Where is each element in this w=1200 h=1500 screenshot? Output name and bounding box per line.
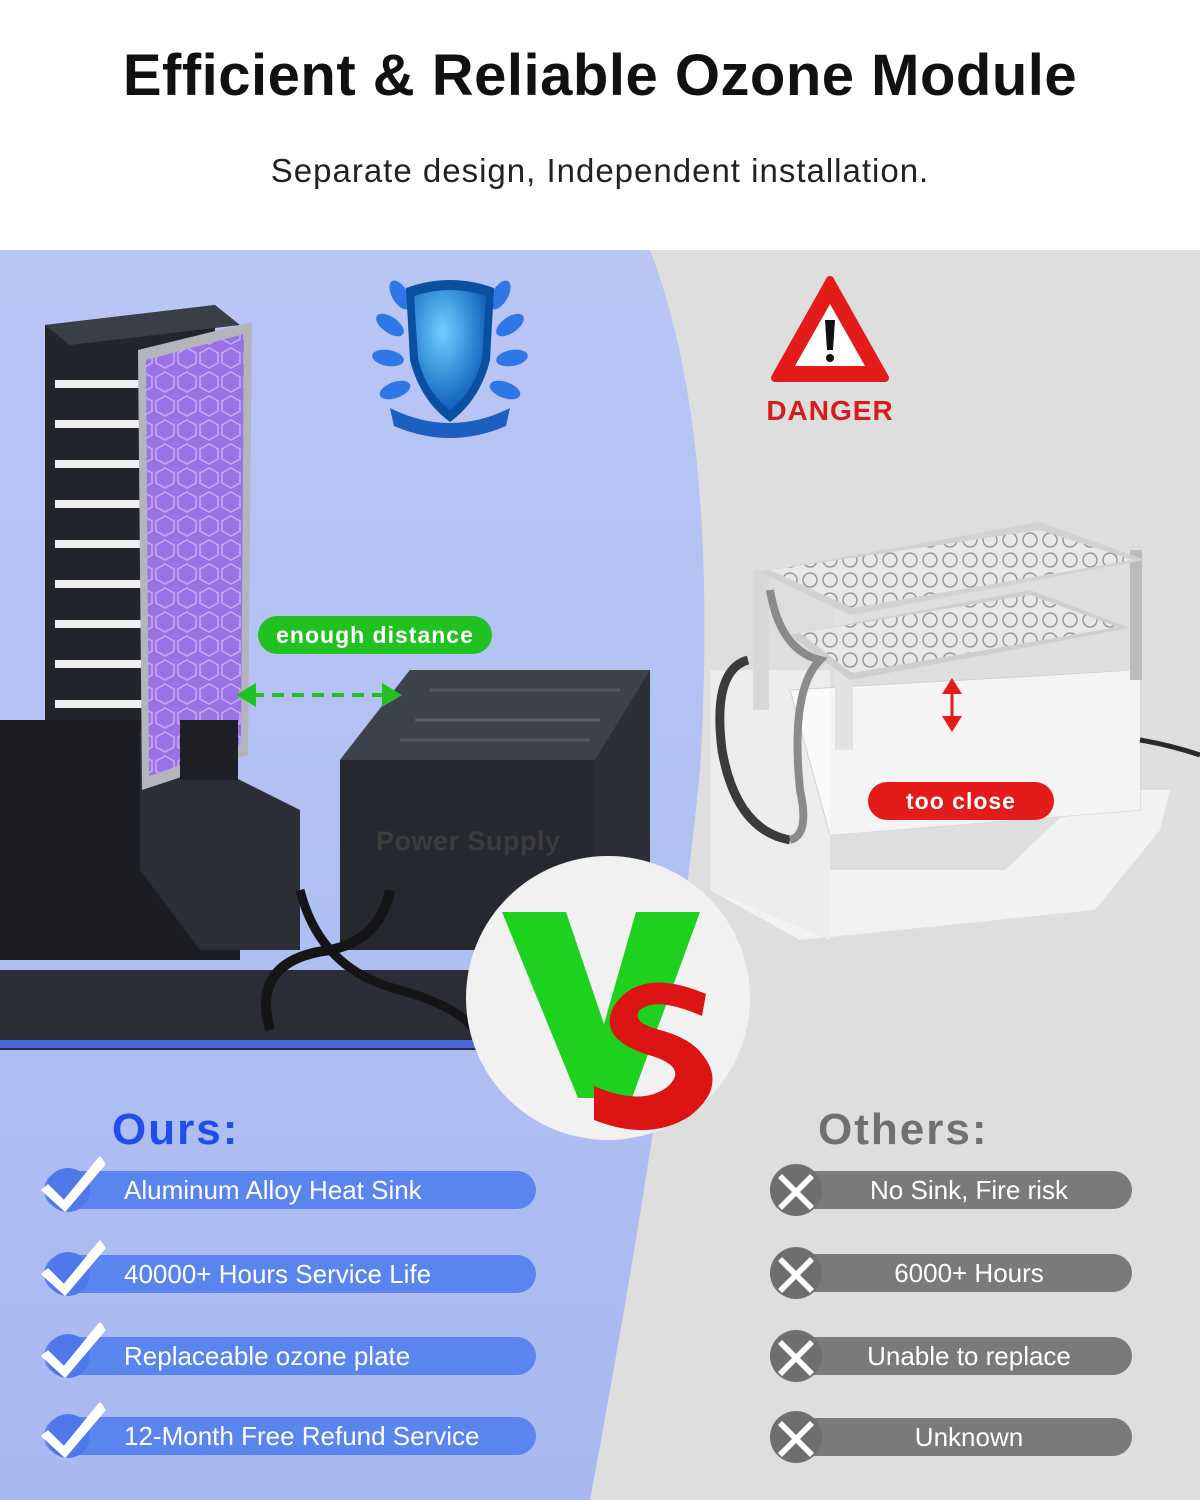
comparison-illustration <box>0 250 1200 1500</box>
page-subtitle: Separate design, Independent installatio… <box>270 152 930 189</box>
distance-arrow <box>236 683 402 707</box>
comparison-panels: enough distance too close DANGER Power S… <box>0 250 1200 1500</box>
danger-label: DANGER <box>766 395 894 426</box>
ours-feature-1: Aluminum Alloy Heat Sink <box>44 1171 536 1209</box>
page-title: Efficient & Reliable Ozone Module <box>122 43 1078 108</box>
check-icon <box>41 1240 106 1296</box>
power-supply-label: Power Supply <box>376 826 561 856</box>
ours-module-illustration <box>0 305 650 1050</box>
x-icon <box>770 1247 822 1299</box>
header: Efficient & Reliable Ozone Module Separa… <box>0 0 1200 250</box>
ours-feature-2: 40000+ Hours Service Life <box>44 1255 536 1293</box>
others-feature-2: 6000+ Hours <box>770 1254 1132 1292</box>
vs-badge-icon <box>466 856 750 1140</box>
x-icon <box>770 1164 822 1216</box>
shield-laurel-icon <box>372 280 528 438</box>
warning-triangle-icon <box>771 276 889 382</box>
check-icon <box>41 1156 106 1212</box>
check-icon <box>41 1322 106 1378</box>
others-feature-4: Unknown <box>770 1418 1132 1456</box>
others-heading: Others: <box>818 1105 989 1154</box>
x-icon <box>770 1411 822 1463</box>
others-feature-3: Unable to replace <box>770 1337 1132 1375</box>
x-icon <box>770 1330 822 1382</box>
ours-feature-3: Replaceable ozone plate <box>44 1337 536 1375</box>
ours-feature-4: 12-Month Free Refund Service <box>44 1417 536 1455</box>
others-module-illustration <box>710 522 1200 940</box>
distance-tag: enough distance <box>258 616 492 654</box>
check-icon <box>41 1402 106 1458</box>
others-feature-1: No Sink, Fire risk <box>770 1171 1132 1209</box>
ours-heading: Ours: <box>112 1105 240 1154</box>
close-tag: too close <box>868 782 1054 820</box>
